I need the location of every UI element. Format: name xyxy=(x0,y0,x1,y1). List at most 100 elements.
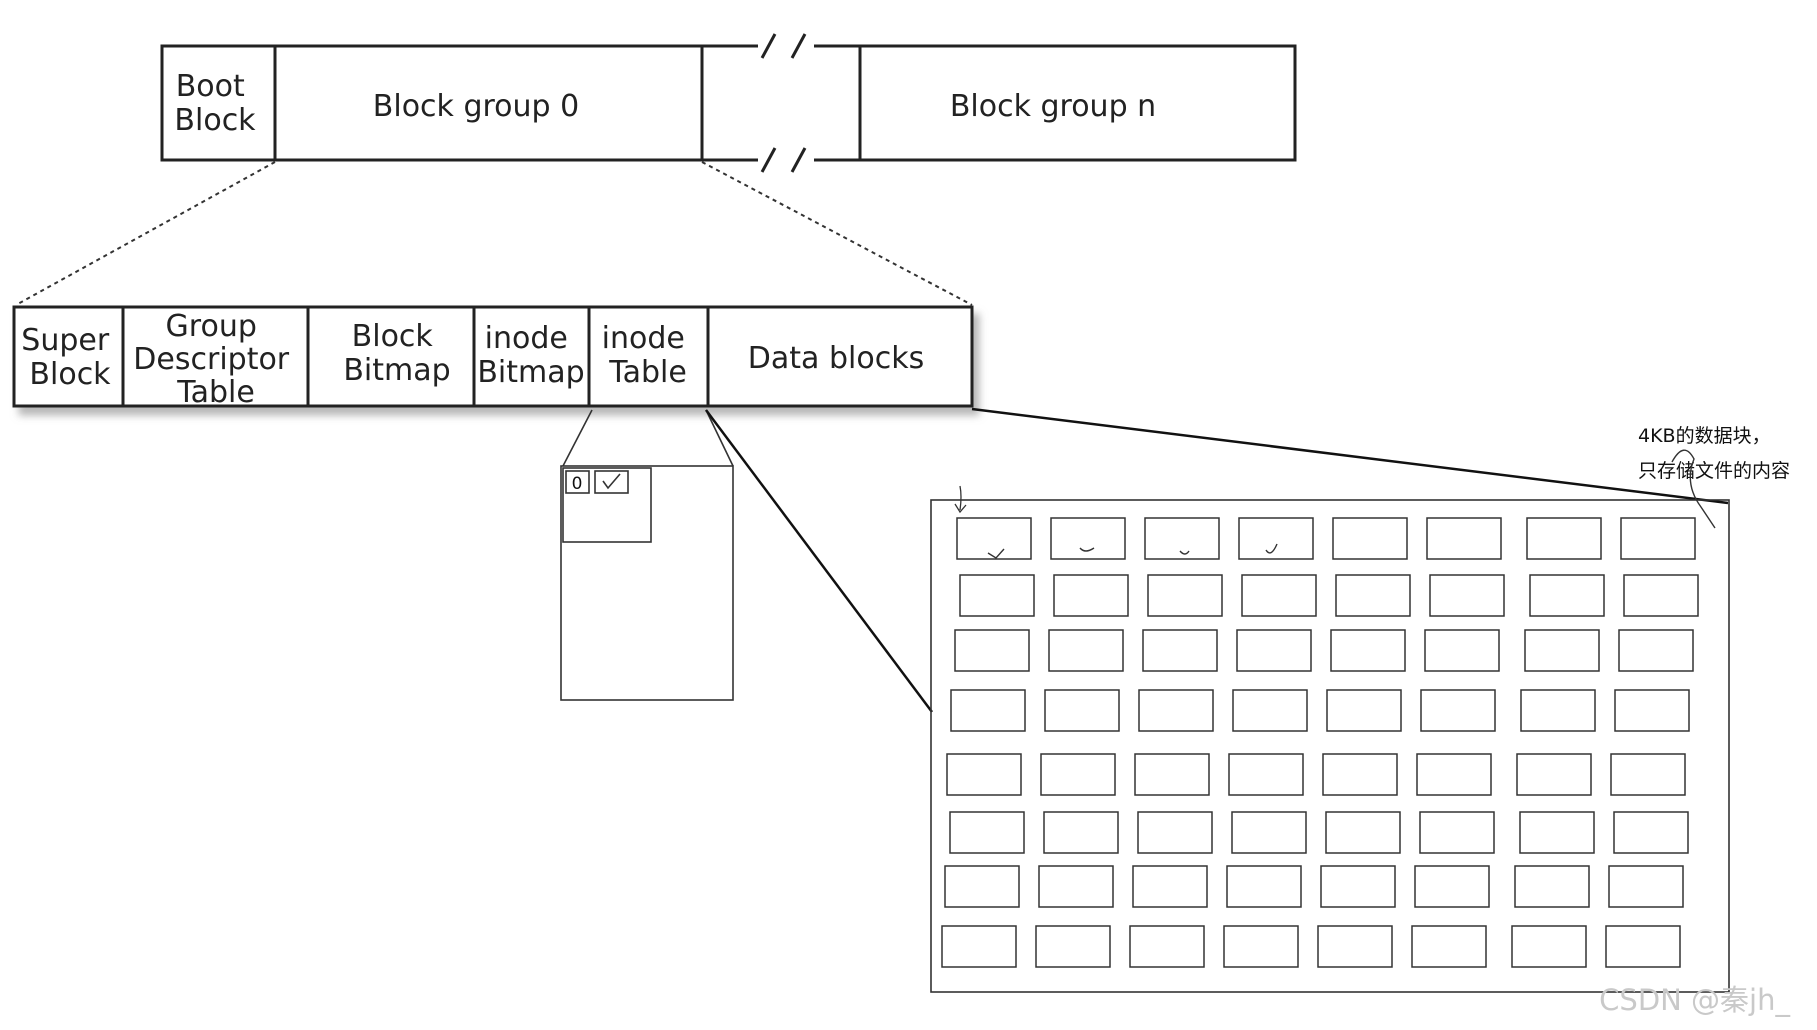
data-block xyxy=(1322,753,1398,796)
bitmap-zoom-inner xyxy=(562,467,652,543)
data-block xyxy=(1411,925,1487,968)
zoom-lines-top xyxy=(15,161,973,306)
data-block xyxy=(1138,689,1214,732)
block-group-detail-row: Super Block Group Descriptor Table Block… xyxy=(12,305,974,410)
data-block xyxy=(1048,629,1124,672)
check-icon xyxy=(602,473,621,490)
bitmap-bit-0-value: 0 xyxy=(572,474,583,494)
data-block xyxy=(954,629,1030,672)
data-block xyxy=(1043,811,1119,854)
data-block xyxy=(1529,574,1605,617)
data-block xyxy=(1044,689,1120,732)
data-block xyxy=(1040,753,1116,796)
inode-table-label: inode Table xyxy=(602,321,695,390)
data-block xyxy=(950,689,1026,732)
partition-right-frame xyxy=(858,44,1297,162)
block-bitmap-label: Block Bitmap xyxy=(343,319,450,388)
data-block xyxy=(1414,865,1490,908)
data-block xyxy=(1226,865,1302,908)
data-block xyxy=(944,865,1020,908)
data-blocks-page xyxy=(930,499,1730,993)
data-block xyxy=(1241,574,1317,617)
inode-bitmap-label: inode Bitmap xyxy=(477,321,584,390)
watermark: CSDN @秦jh_ xyxy=(1599,983,1790,1017)
pen-mark xyxy=(1079,547,1095,552)
pen-mark xyxy=(1265,543,1278,554)
data-block xyxy=(1429,574,1505,617)
data-block xyxy=(1335,574,1411,617)
data-block xyxy=(1519,811,1595,854)
block-group-0-label: Block group 0 xyxy=(373,89,579,124)
super-block-label: Super Block xyxy=(21,323,118,392)
detail-row-frame xyxy=(12,305,974,408)
data-block xyxy=(1620,517,1696,560)
data-block xyxy=(1605,925,1681,968)
bitmap-zoom-line-left xyxy=(562,409,593,467)
data-block xyxy=(1038,865,1114,908)
data-block xyxy=(1050,517,1126,560)
pen-mark xyxy=(1179,550,1190,555)
data-block xyxy=(1035,925,1111,968)
data-zoom-line-right xyxy=(971,407,1729,505)
break-mark-top xyxy=(758,33,814,59)
annotation-arrow-icon xyxy=(1671,449,1716,529)
data-block xyxy=(1053,574,1129,617)
data-block xyxy=(1424,629,1500,672)
data-zoom-line-left xyxy=(704,409,934,713)
data-block xyxy=(1426,517,1502,560)
data-block xyxy=(1610,753,1686,796)
data-block xyxy=(1231,811,1307,854)
data-block xyxy=(1147,574,1223,617)
data-block-grid xyxy=(941,517,1699,968)
data-block xyxy=(1420,689,1496,732)
arrow-icon xyxy=(954,485,967,514)
check-icon xyxy=(987,548,1005,559)
data-block xyxy=(946,753,1022,796)
bitmap-zoom: 0 xyxy=(560,409,734,701)
data-block xyxy=(1223,925,1299,968)
data-block xyxy=(1325,811,1401,854)
data-block xyxy=(1524,629,1600,672)
bitmap-zoom-page xyxy=(560,465,734,701)
group-descriptor-table-label: Group Descriptor Table xyxy=(133,309,298,410)
data-block xyxy=(1614,689,1690,732)
block-group-n-label: Block group n xyxy=(950,89,1156,124)
data-block xyxy=(1137,811,1213,854)
data-block xyxy=(1526,517,1602,560)
break-mark-bottom xyxy=(758,147,814,173)
data-block xyxy=(1618,629,1694,672)
annotation-line-2: 只存储文件的内容 xyxy=(1638,460,1790,482)
data-block xyxy=(1317,925,1393,968)
data-block xyxy=(1608,865,1684,908)
data-block xyxy=(956,517,1032,560)
data-block xyxy=(1232,689,1308,732)
partition-row: Boot Block Block group 0 Block group n xyxy=(160,33,1297,173)
data-block xyxy=(1134,753,1210,796)
data-block xyxy=(949,811,1025,854)
data-block xyxy=(1416,753,1492,796)
annotation: 4KB的数据块， 只存储文件的内容 xyxy=(1638,425,1790,529)
data-blocks-label: Data blocks xyxy=(748,341,924,376)
data-block xyxy=(1236,629,1312,672)
data-block xyxy=(1332,517,1408,560)
boot-block-label: Boot Block xyxy=(174,69,256,138)
data-block xyxy=(1511,925,1587,968)
data-block xyxy=(941,925,1017,968)
data-block xyxy=(1132,865,1208,908)
bitmap-zoom-line-right xyxy=(705,409,734,467)
data-block xyxy=(1514,865,1590,908)
annotation-line-1: 4KB的数据块， xyxy=(1638,425,1771,447)
data-block xyxy=(1238,517,1314,560)
data-block xyxy=(1330,629,1406,672)
data-block xyxy=(1142,629,1218,672)
data-block xyxy=(1326,689,1402,732)
bitmap-bit-1-cell xyxy=(594,470,629,494)
data-block xyxy=(1228,753,1304,796)
data-block xyxy=(1320,865,1396,908)
data-block xyxy=(1623,574,1699,617)
data-block xyxy=(1520,689,1596,732)
data-blocks-zoom xyxy=(704,407,1730,993)
data-block xyxy=(1419,811,1495,854)
bitmap-bit-0-cell xyxy=(565,470,590,494)
